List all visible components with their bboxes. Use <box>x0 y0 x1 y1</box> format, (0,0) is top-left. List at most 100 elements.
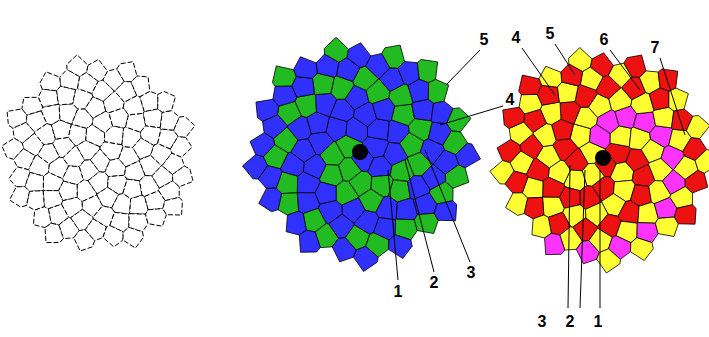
seed-cell <box>332 238 356 262</box>
callout-number: 5 <box>480 32 489 48</box>
leader-line <box>405 160 434 272</box>
center-dot <box>595 150 611 166</box>
callout-number: 5 <box>546 26 555 42</box>
seed-cell <box>543 177 565 197</box>
seed-head <box>490 48 709 273</box>
callout-number: 3 <box>467 265 476 281</box>
seed-cell <box>686 115 709 138</box>
seed-cell <box>695 149 709 173</box>
leader-lines <box>388 44 685 308</box>
callout-number: 7 <box>651 40 660 56</box>
seed-cell <box>163 197 183 215</box>
callout-number: 2 <box>566 314 575 330</box>
seed-cell <box>353 246 378 271</box>
seed-cell <box>669 88 689 111</box>
seed-cell <box>45 223 63 242</box>
seed-cell <box>445 165 469 189</box>
seed-cell <box>376 196 398 220</box>
seed-cell <box>2 138 24 159</box>
seed-cell <box>655 217 678 236</box>
seed-cell <box>293 57 317 79</box>
seed-cell <box>569 48 592 72</box>
seed-cell <box>560 102 580 125</box>
seed-cell <box>286 211 306 235</box>
callout-number: 4 <box>506 92 515 108</box>
seed-cell <box>576 241 599 264</box>
seed-cell <box>658 69 678 91</box>
seed-cell <box>259 188 282 212</box>
leader-line <box>555 44 575 75</box>
seed-cell <box>145 209 166 227</box>
seed-cell <box>297 172 320 193</box>
seed-cell <box>9 167 30 187</box>
leader-line <box>660 58 685 135</box>
callout-number: 1 <box>394 284 403 300</box>
callout-number: 6 <box>600 32 609 48</box>
seed-cell <box>242 155 267 179</box>
seed-cell <box>618 200 639 223</box>
seed-cell <box>86 60 107 82</box>
seed-cell <box>506 193 528 216</box>
seed-cell <box>685 170 708 193</box>
seed-cell <box>590 53 613 77</box>
seed-cell <box>674 205 696 224</box>
seed-cell <box>174 116 195 137</box>
seed-cell <box>519 75 542 95</box>
seed-cell <box>67 55 88 77</box>
leader-line <box>446 50 480 85</box>
seed-cell <box>123 227 144 248</box>
callout-number: 3 <box>538 314 547 330</box>
seed-cell <box>412 99 434 121</box>
seed-cell <box>347 43 371 68</box>
seed-cell <box>33 207 51 228</box>
seed-cell <box>103 226 123 247</box>
seed-cell <box>497 139 521 162</box>
callout-number: 4 <box>512 30 521 46</box>
seed-head <box>242 37 480 271</box>
seed-cell <box>490 160 514 184</box>
seed-cell <box>272 66 296 86</box>
seed-head <box>2 55 195 251</box>
seed-cell <box>428 79 448 103</box>
seed-cell <box>158 91 176 112</box>
seed-heads <box>2 37 709 273</box>
seed-cell <box>40 72 61 91</box>
seed-cell <box>112 194 131 215</box>
leader-line <box>568 165 570 308</box>
leader-line <box>425 150 470 262</box>
leader-line <box>610 50 640 90</box>
seed-cell <box>532 215 551 238</box>
seed-cell <box>173 166 194 187</box>
seed-cell <box>315 93 336 116</box>
seed-cell <box>170 136 192 157</box>
seed-cell <box>417 59 437 82</box>
seed-cell <box>74 230 95 251</box>
seed-cell <box>10 187 30 208</box>
leader-line <box>388 170 398 280</box>
seed-cell <box>624 55 646 77</box>
seed-cell <box>256 99 279 121</box>
seed-cell <box>59 104 78 124</box>
leader-line <box>522 48 555 95</box>
seed-cell <box>545 233 565 254</box>
seed-cell <box>299 230 320 252</box>
seed-cell <box>7 109 27 128</box>
seed-cell <box>43 172 63 190</box>
seed-cell <box>388 235 412 259</box>
leader-line <box>440 106 503 125</box>
callout-number: 1 <box>594 314 603 330</box>
seed-cell <box>414 213 438 233</box>
seed-cell <box>250 133 275 157</box>
seed-cell <box>434 201 457 221</box>
seed-cell <box>653 107 674 128</box>
callout-number: 2 <box>430 275 439 291</box>
seed-cell <box>630 238 653 261</box>
seed-cell <box>324 37 348 62</box>
leader-line <box>580 170 585 308</box>
center-dot <box>352 144 368 160</box>
leader-line <box>600 170 601 308</box>
seed-cell <box>503 107 525 128</box>
seed-cell <box>117 62 137 82</box>
seed-cell <box>456 143 481 168</box>
